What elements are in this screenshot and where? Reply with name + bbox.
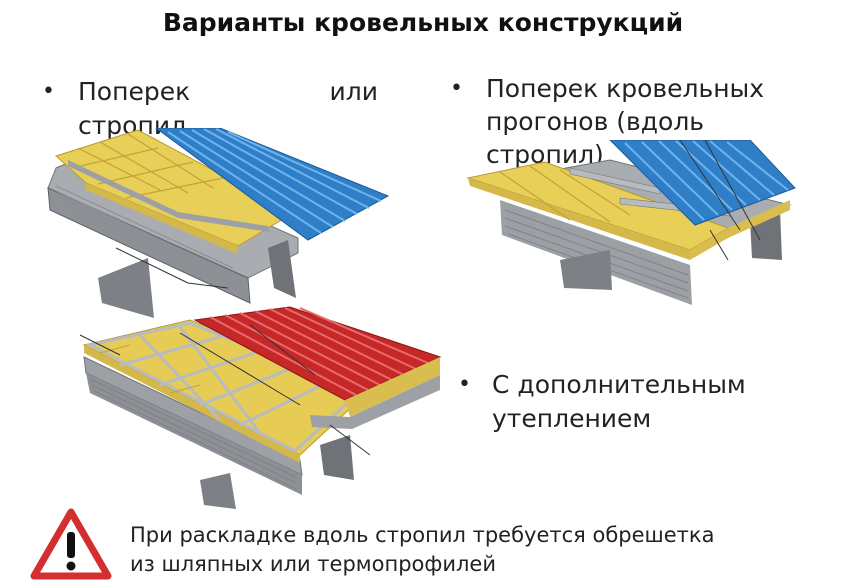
bullet2-line1: Поперек кровельных <box>486 74 765 103</box>
roof-diagram-extra-insulation <box>79 306 442 509</box>
roof-diagram-across-rafters <box>47 128 390 318</box>
bullet1-line1: Поперек или <box>78 75 378 109</box>
warning-line2: из шляпных или термопрофилей <box>130 552 496 576</box>
warning-line1: При раскладке вдоль стропил требуется об… <box>130 523 715 547</box>
bullet-dot-icon: • <box>42 79 55 104</box>
bullet-across-purlins: • Поперек кровельных прогонов (вдоль стр… <box>450 72 816 171</box>
bullet2-line2: прогонов (вдоль <box>486 107 705 136</box>
bullet3-line1: С дополнительным <box>492 370 746 399</box>
bullet-dot-icon: • <box>450 76 463 101</box>
warning-triangle-icon <box>30 508 112 580</box>
bullet3-line2: утеплением <box>492 404 652 433</box>
roof-diagram-across-purlins <box>466 140 796 305</box>
bullet-extra-insulation: • С дополнительным утеплением <box>458 368 822 436</box>
bullet-across-rafters: • Поперек или стропил <box>42 75 378 143</box>
bullet1-right-text: или <box>329 77 378 106</box>
bullet-dot-icon: • <box>458 372 471 397</box>
warning-text: При раскладке вдоль стропил требуется об… <box>130 521 830 579</box>
page-title: Варианты кровельных конструкций <box>162 8 684 37</box>
bullet1-left-text: Поперек <box>78 77 191 106</box>
